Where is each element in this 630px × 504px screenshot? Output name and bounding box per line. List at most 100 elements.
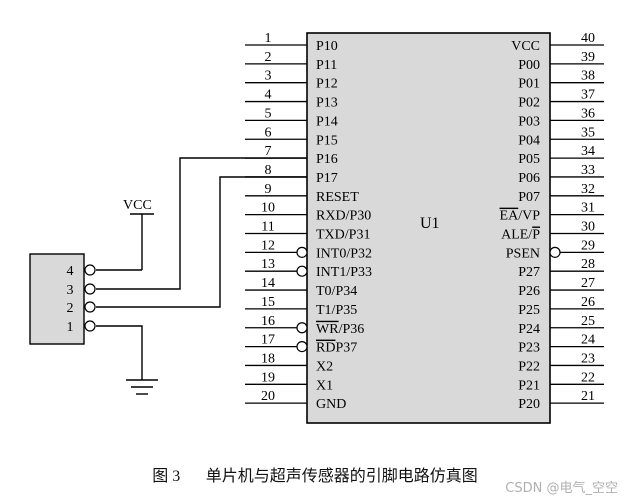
sensor-pin-number: 1 xyxy=(67,320,74,335)
pin-number: 38 xyxy=(581,69,595,84)
pin-name: INT1/P33 xyxy=(316,265,372,280)
pin-number: 17 xyxy=(261,333,275,348)
pin-name: P10 xyxy=(316,39,338,54)
pin-number: 3 xyxy=(265,69,272,84)
pin-name: P13 xyxy=(316,96,338,111)
wire-sensor1-to-ground xyxy=(96,325,143,380)
figure-caption-text: 单片机与超声传感器的引脚电路仿真图 xyxy=(205,466,478,485)
pin-number: 10 xyxy=(261,201,275,216)
pin-number: 34 xyxy=(581,144,595,159)
inversion-bubble-icon xyxy=(296,322,308,334)
pin-name: X1 xyxy=(316,378,333,393)
pin-number: 8 xyxy=(265,163,272,178)
pin-number: 29 xyxy=(581,238,595,253)
sensor-pin-number: 4 xyxy=(67,264,74,279)
pin-number: 15 xyxy=(261,295,275,310)
sensor-pin-number: 3 xyxy=(67,283,74,298)
pin-number: 32 xyxy=(581,182,595,197)
pin-name: P02 xyxy=(518,96,540,111)
sensor-pins: 4 3 2 1 xyxy=(67,264,96,335)
pin-name: P17 xyxy=(316,171,338,186)
pin-number: 35 xyxy=(581,125,595,140)
pin-number: 16 xyxy=(261,314,275,329)
chip-right-pins: 40VCC39P0038P0137P0236P0335P0434P0533P06… xyxy=(500,31,604,412)
pin-name: PSEN xyxy=(506,246,540,261)
pin-number: 4 xyxy=(265,88,272,103)
pin-name: P21 xyxy=(518,378,540,393)
watermark: CSDN @电气_空空 xyxy=(505,481,618,496)
pin-name: TXD/P31 xyxy=(316,228,370,243)
pin-number: 27 xyxy=(581,276,595,291)
pin-number: 40 xyxy=(581,31,595,46)
sensor-pin-2: 2 xyxy=(67,301,96,316)
pin-number: 1 xyxy=(265,31,272,46)
pin-name: P05 xyxy=(518,152,540,167)
pin-name: P01 xyxy=(518,77,540,92)
pin-name: P12 xyxy=(316,77,338,92)
connector-bubble-icon xyxy=(84,301,96,313)
connector-bubble-icon xyxy=(84,283,96,295)
pin-number: 9 xyxy=(265,182,272,197)
pin-name: P14 xyxy=(316,114,338,129)
pin-name: P16 xyxy=(316,152,338,167)
pin-name: P15 xyxy=(316,133,338,148)
chip-body xyxy=(306,32,551,424)
connector-bubble-icon xyxy=(84,320,96,332)
pin-number: 31 xyxy=(581,201,595,216)
pin-name: GND xyxy=(316,397,346,412)
figure-caption: 图 3 单片机与超声传感器的引脚电路仿真图 xyxy=(0,462,630,486)
pin-name: P24 xyxy=(518,322,540,337)
pin-name: INT0/P32 xyxy=(316,246,372,261)
pin-name: EA/VP xyxy=(500,209,541,224)
pin-name: WR/P36 xyxy=(316,322,364,337)
pin-name: P06 xyxy=(518,171,540,186)
pin-number: 19 xyxy=(261,370,275,385)
sensor-connector-body xyxy=(29,253,85,345)
pin-number: 36 xyxy=(581,106,595,121)
chip-label: U1 xyxy=(420,215,440,232)
pin-number: 5 xyxy=(265,106,272,121)
pin-number: 22 xyxy=(581,370,595,385)
pin-name: P00 xyxy=(518,58,540,73)
inversion-bubble-icon xyxy=(296,341,308,353)
vcc-supply-label: VCC xyxy=(123,198,152,213)
pin-number: 7 xyxy=(265,144,272,159)
sensor-pin-1: 1 xyxy=(67,320,96,335)
pin-name: RXD/P30 xyxy=(316,209,371,224)
figure-number: 图 3 xyxy=(152,468,181,485)
pin-number: 39 xyxy=(581,50,595,65)
pin-name: RESET xyxy=(316,190,359,205)
pin-number: 26 xyxy=(581,295,595,310)
pin-name: ALE/P xyxy=(501,228,540,243)
pin-number: 13 xyxy=(261,257,275,272)
pin-name: P11 xyxy=(316,58,337,73)
pin-name: P27 xyxy=(518,265,540,280)
inversion-bubble-icon xyxy=(296,246,308,258)
